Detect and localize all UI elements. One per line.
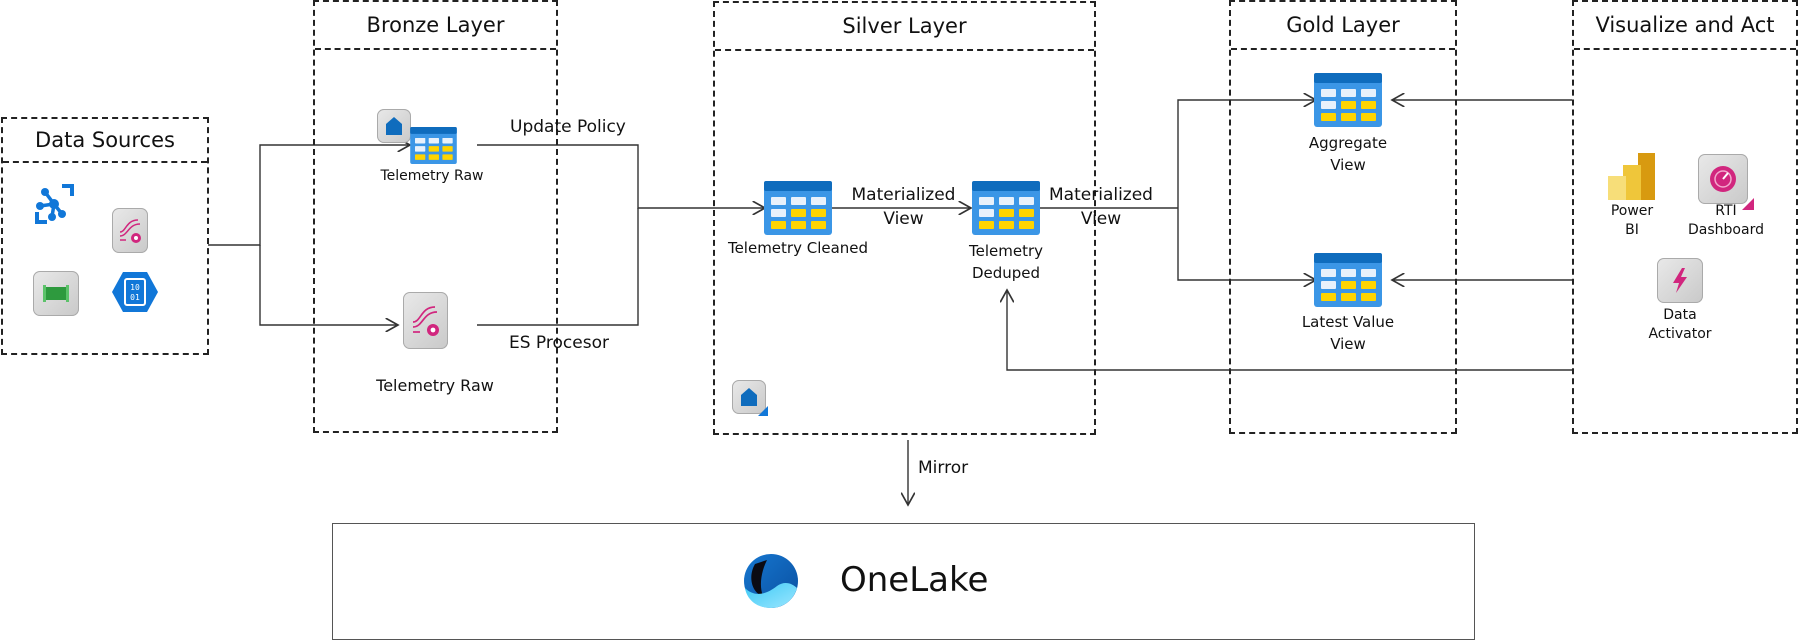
eventhouse-shortcut-icon [732, 380, 768, 416]
table-icon [410, 127, 457, 164]
edge-label-es-processor: ES Procesor [509, 333, 609, 353]
section-data-sources: Data Sources [1, 117, 209, 355]
svg-text:10: 10 [130, 283, 140, 292]
table-icon [1314, 73, 1382, 127]
svg-text:01: 01 [130, 293, 140, 302]
node-label: Telemetry Raw [380, 168, 484, 184]
node-label: Telemetry Cleaned [727, 239, 869, 257]
section-title: Data Sources [3, 119, 207, 163]
edge-label-mv2: Materialized View [1049, 185, 1153, 229]
edge-es-processor [477, 208, 639, 326]
table-icon [1314, 253, 1382, 307]
onelake-container [332, 523, 1475, 640]
node-label: Telemetry Deduped [968, 242, 1043, 282]
onelake-icon [744, 554, 798, 608]
node-label: Telemetry Raw [376, 376, 494, 395]
section-title: Silver Layer [715, 3, 1094, 51]
node-label: Power BI [1610, 203, 1654, 238]
section-silver: Silver Layer [713, 1, 1096, 435]
table-icon [972, 181, 1040, 235]
iot-hub-icon [35, 184, 74, 224]
storage-blob-icon: 10 01 [112, 272, 158, 312]
rti-dashboard-icon [1698, 154, 1754, 210]
eventstream-icon [403, 292, 448, 349]
node-label: Aggregate View [1308, 134, 1388, 174]
section-bronze: Bronze Layer [313, 0, 558, 433]
node-label: Data Activator [1648, 307, 1712, 342]
node-label: Latest Value View [1301, 313, 1395, 353]
edge-label-update-policy: Update Policy [510, 117, 626, 137]
node-label: RTI Dashboard [1688, 203, 1764, 238]
edge-sources-trunk [208, 145, 410, 246]
onelake-label: OneLake [840, 560, 989, 600]
edge-sources-to-stream [259, 245, 398, 325]
edge-to-aggregate [1177, 100, 1316, 208]
power-bi-icon [1608, 153, 1655, 200]
event-hub-icon [33, 271, 79, 316]
eventhouse-icon [377, 109, 411, 143]
eventstream-icon [112, 208, 148, 253]
section-gold: Gold Layer [1229, 0, 1457, 434]
edge-consumer-deduped [1007, 290, 1572, 371]
edge-label-mirror: Mirror [918, 458, 969, 478]
data-activator-icon [1657, 258, 1703, 303]
section-title: Visualize and Act [1574, 2, 1796, 50]
table-icon [764, 181, 832, 235]
section-title: Gold Layer [1231, 2, 1455, 50]
section-title: Bronze Layer [315, 2, 556, 50]
section-visualize: Visualize and Act [1572, 0, 1798, 434]
edge-to-latest [1177, 208, 1316, 280]
edge-label-mv1: Materialized View [851, 185, 956, 229]
